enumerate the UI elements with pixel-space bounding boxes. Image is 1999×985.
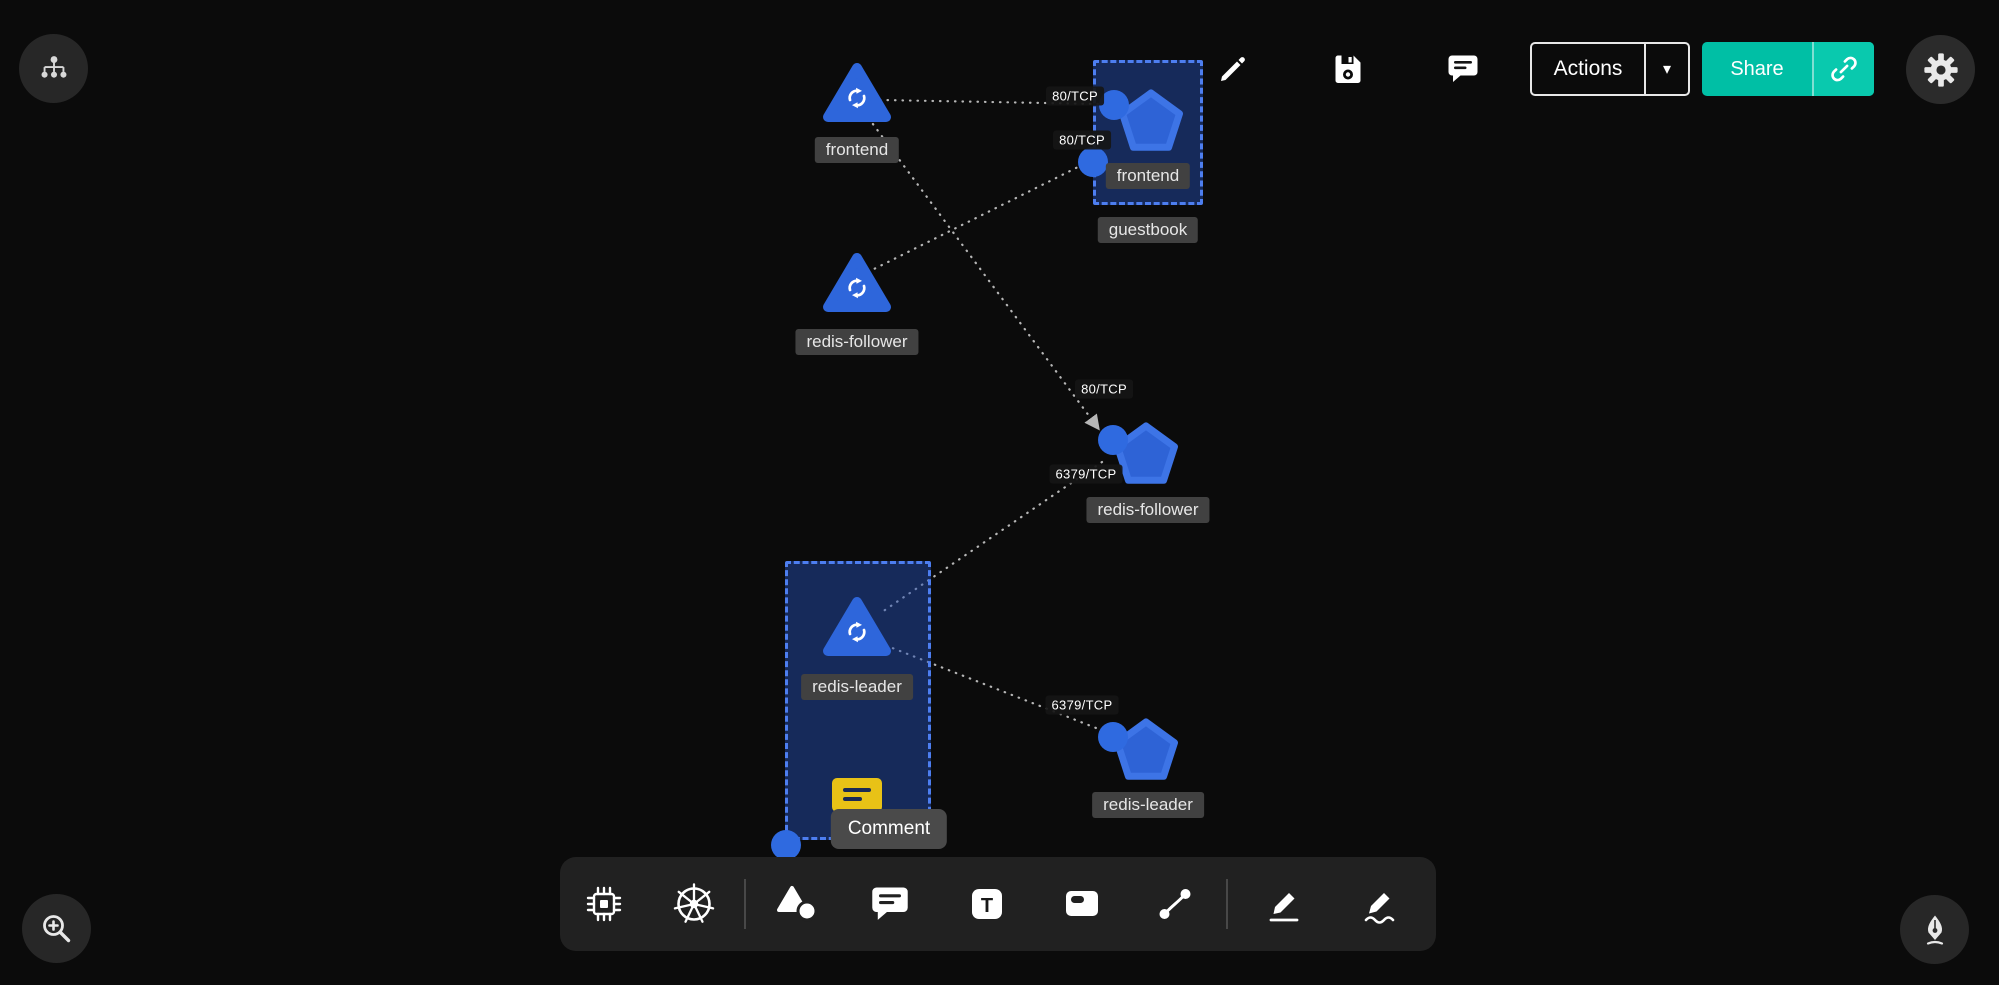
toolbar-divider <box>744 879 746 929</box>
edge-redis-follower-svc-to-redis-leader-deploy[interactable] <box>880 460 1104 614</box>
comments-button[interactable] <box>1440 46 1486 92</box>
pencil-icon <box>1221 57 1245 81</box>
edge-label: 6379/TCP <box>1049 464 1123 484</box>
zoom-in-icon <box>42 914 70 942</box>
endpoint-guestbook-bottom[interactable] <box>1078 147 1108 177</box>
actions-button[interactable]: Actions ▾ <box>1530 42 1690 96</box>
pen-nib-icon <box>1926 915 1943 945</box>
tool-pen[interactable] <box>1257 876 1313 932</box>
endpoint-redis-follower-svc[interactable] <box>1098 425 1128 455</box>
label-redis-follower-deployment: redis-follower <box>795 329 919 355</box>
deploy-arrows-icon <box>848 277 866 299</box>
tool-architecture[interactable] <box>576 876 632 932</box>
copy-link-button[interactable] <box>1814 42 1874 96</box>
node-redis-leader-deployment[interactable] <box>821 594 893 665</box>
chevron-down-icon[interactable]: ▾ <box>1662 61 1672 78</box>
comment-icon <box>872 887 908 920</box>
edge-label: 6379/TCP <box>1045 695 1119 715</box>
shapes-icon <box>777 886 818 922</box>
deploy-arrows-icon <box>848 621 866 643</box>
text-tool-icon: T <box>972 889 1002 919</box>
pen-mode-button[interactable] <box>1900 895 1969 964</box>
kubernetes-helm-icon <box>673 883 715 923</box>
comment-icon <box>1448 55 1478 82</box>
label-redis-leader-deployment: redis-leader <box>801 674 913 700</box>
edge-frontend-deploy-to-frontend-svc[interactable] <box>878 98 1102 106</box>
save-icon <box>1335 55 1361 83</box>
gear-icon <box>1923 52 1958 87</box>
tool-freehand[interactable] <box>1353 876 1409 932</box>
endpoint-redis-leader-group[interactable] <box>771 830 801 860</box>
svg-text:T: T <box>981 895 993 917</box>
label-redis-leader-service: redis-leader <box>1092 792 1204 818</box>
edge-redis-follower-deploy-to-guestbook[interactable] <box>866 164 1082 274</box>
edge-label: 80/TCP <box>1075 379 1133 399</box>
node-redis-follower-deployment[interactable] <box>821 250 893 321</box>
link-icon <box>1831 56 1857 82</box>
chip-icon <box>586 886 622 922</box>
connector-icon <box>1159 889 1191 919</box>
edge-label: 80/TCP <box>1053 130 1111 150</box>
bottom-toolbar: T <box>560 857 1436 951</box>
share-button-divider <box>1812 42 1814 96</box>
tool-comment[interactable] <box>862 876 918 932</box>
label-frontend-service: frontend <box>1105 163 1191 189</box>
zoom-in-button[interactable] <box>22 894 91 963</box>
tool-kubernetes[interactable] <box>666 876 722 932</box>
settings-button[interactable] <box>1906 35 1975 104</box>
label-guestbook-group: guestbook <box>1097 217 1199 243</box>
endpoint-redis-leader-svc[interactable] <box>1098 722 1128 752</box>
toolbar-divider <box>1226 879 1228 929</box>
edge-frontend-deploy-to-redis-follower-svc[interactable] <box>862 110 1100 431</box>
actions-button-divider <box>1644 44 1646 94</box>
pencil-scribble-icon <box>1364 893 1395 924</box>
actions-button-label: Actions <box>1553 57 1623 80</box>
edge-redis-leader-deploy-to-redis-leader-svc[interactable] <box>870 638 1098 730</box>
pen-line-icon <box>1269 893 1299 922</box>
diagram-tree-button[interactable] <box>19 34 88 103</box>
label-redis-follower-service: redis-follower <box>1086 497 1210 523</box>
save-button[interactable] <box>1325 46 1371 92</box>
sitemap-icon <box>41 55 66 78</box>
endpoint-guestbook-top[interactable] <box>1099 90 1129 120</box>
share-button[interactable]: Share <box>1702 42 1874 96</box>
share-button-label: Share <box>1730 57 1784 80</box>
tool-shapes[interactable] <box>769 876 825 932</box>
tool-connector[interactable] <box>1147 876 1203 932</box>
deploy-arrows-icon <box>848 87 866 109</box>
node-frontend-deployment[interactable] <box>821 60 893 131</box>
edge-label: 80/TCP <box>1046 86 1104 106</box>
card-icon <box>1066 891 1098 916</box>
tool-text[interactable]: T <box>959 876 1015 932</box>
label-frontend-deployment: frontend <box>814 137 900 163</box>
tool-card[interactable] <box>1054 876 1110 932</box>
edit-button[interactable] <box>1210 46 1256 92</box>
tooltip-comment: Comment <box>830 809 948 849</box>
